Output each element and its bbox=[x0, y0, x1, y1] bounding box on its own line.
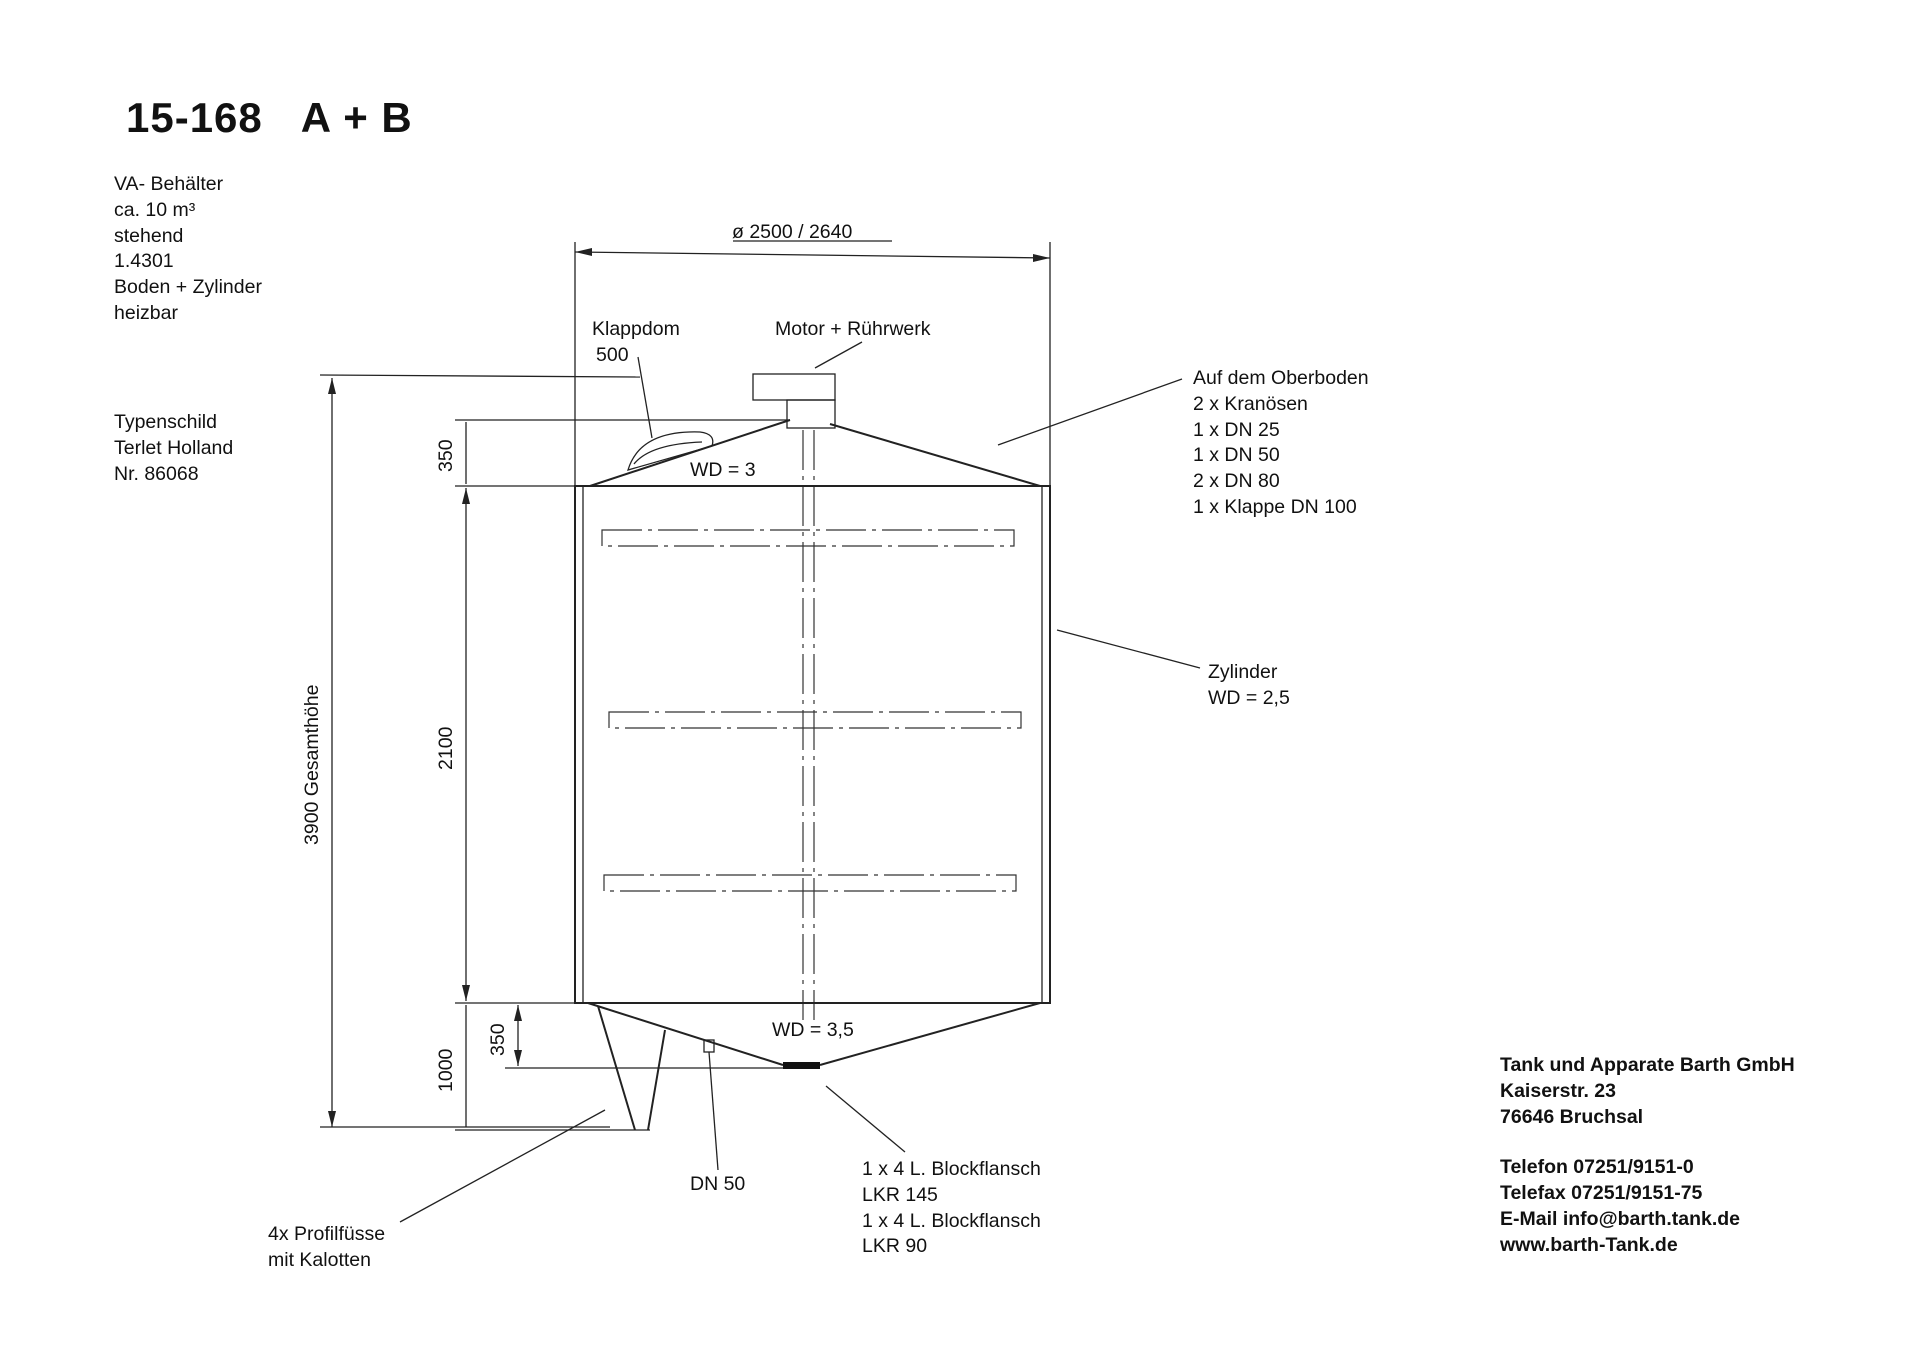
top-fittings-line: 1 x DN 50 bbox=[1193, 444, 1280, 467]
feet-block: 4x Profilfüsse mit Kalotten bbox=[268, 1222, 385, 1274]
nameplate-block: Typenschild Terlet Holland Nr. 86068 bbox=[114, 410, 233, 487]
flange-line: 1 x 4 L. Blockflansch bbox=[862, 1158, 1041, 1180]
bottom-height-text: 1000 bbox=[435, 1048, 457, 1092]
motor-label: Motor + Rührwerk bbox=[775, 318, 931, 340]
diameter-dimension: ø 2500 / 2640 bbox=[574, 221, 1051, 490]
feet-line: mit Kalotten bbox=[268, 1248, 371, 1271]
company-website: www.barth-Tank.de bbox=[1500, 1233, 1678, 1256]
top-fittings-line: 1 x Klappe DN 100 bbox=[1193, 495, 1357, 518]
cylinder-label-wd: WD = 2,5 bbox=[1208, 686, 1290, 709]
dn50-label: DN 50 bbox=[690, 1173, 746, 1195]
manhole-label-size: 500 bbox=[596, 343, 629, 366]
agitator-blade bbox=[601, 529, 1015, 547]
drawing-title: 15-168 A + B bbox=[126, 94, 413, 142]
top-fittings-line: 2 x DN 80 bbox=[1193, 470, 1280, 493]
drawing-variant: A + B bbox=[300, 94, 413, 141]
company-block: Tank und Apparate Barth GmbH Kaiserstr. … bbox=[1500, 1053, 1795, 1259]
spec-line: 1.4301 bbox=[114, 250, 174, 273]
nameplate-line: Nr. 86068 bbox=[114, 462, 199, 485]
top-fittings-line: Auf dem Oberboden bbox=[1193, 367, 1369, 389]
company-email: E-Mail info@barth.tank.de bbox=[1500, 1207, 1741, 1230]
agitator-blade bbox=[608, 711, 1022, 729]
tank-bottom: WD = 3,5 bbox=[455, 1002, 1041, 1131]
manhole-dome bbox=[627, 431, 714, 471]
manhole-label: Klappdom 500 bbox=[592, 317, 680, 369]
company-city: 76646 Bruchsal bbox=[1500, 1105, 1644, 1128]
wd-bottom-text: WD = 3,5 bbox=[772, 1019, 854, 1041]
nameplate-line: Terlet Holland bbox=[114, 436, 234, 459]
height-dimensions: 3900 Gesamthöhe 350 2100 1000 350 bbox=[301, 374, 790, 1128]
drawing-number: 15-168 bbox=[126, 94, 263, 141]
cylinder-label: Zylinder WD = 2,5 bbox=[1208, 660, 1290, 712]
company-fax: Telefax 07251/9151-75 bbox=[1500, 1182, 1703, 1205]
spec-line: stehend bbox=[114, 224, 184, 247]
flange-line: LKR 90 bbox=[862, 1235, 928, 1258]
total-height-text: 3900 Gesamthöhe bbox=[301, 685, 323, 845]
top-fittings-line: 2 x Kranösen bbox=[1193, 392, 1308, 415]
flange-line: LKR 145 bbox=[862, 1183, 938, 1206]
company-phone: Telefon 07251/9151-0 bbox=[1500, 1156, 1694, 1179]
top-fittings-line: 1 x DN 25 bbox=[1193, 418, 1280, 441]
spec-line: heizbar bbox=[114, 301, 178, 324]
wd-top-text: WD = 3 bbox=[690, 459, 756, 481]
flange-line: 1 x 4 L. Blockflansch bbox=[862, 1209, 1041, 1232]
cylinder-height-text: 2100 bbox=[435, 726, 457, 770]
company-street: Kaiserstr. 23 bbox=[1500, 1079, 1617, 1102]
spec-line: Boden + Zylinder bbox=[114, 276, 262, 299]
diameter-text: ø 2500 / 2640 bbox=[732, 221, 852, 243]
bottom-outlet bbox=[783, 1062, 820, 1069]
spec-block: VA- Behälter ca. 10 m³ stehend 1.4301 Bo… bbox=[114, 172, 262, 327]
top-fittings-block: Auf dem Oberboden 2 x Kranösen 1 x DN 25… bbox=[1193, 366, 1369, 521]
tank-cylinder bbox=[574, 485, 1051, 1004]
tank-top: WD = 3 bbox=[589, 373, 1041, 1020]
motor-box bbox=[752, 373, 836, 401]
flange-block: 1 x 4 L. Blockflansch LKR 145 1 x 4 L. B… bbox=[862, 1157, 1041, 1260]
company-name: Tank und Apparate Barth GmbH bbox=[1500, 1054, 1795, 1076]
cylinder-label-title: Zylinder bbox=[1208, 661, 1278, 683]
spec-line: VA- Behälter bbox=[114, 173, 224, 195]
leader-lines bbox=[399, 341, 1201, 1223]
top-height-text: 350 bbox=[435, 439, 457, 472]
feet-line: 4x Profilfüsse bbox=[268, 1223, 386, 1245]
gearbox bbox=[786, 399, 836, 429]
nameplate-line: Typenschild bbox=[114, 411, 217, 433]
agitator-blade bbox=[603, 874, 1017, 892]
cone-height-text: 350 bbox=[487, 1023, 509, 1056]
spec-line: ca. 10 m³ bbox=[114, 198, 196, 221]
manhole-label-title: Klappdom bbox=[592, 318, 680, 340]
